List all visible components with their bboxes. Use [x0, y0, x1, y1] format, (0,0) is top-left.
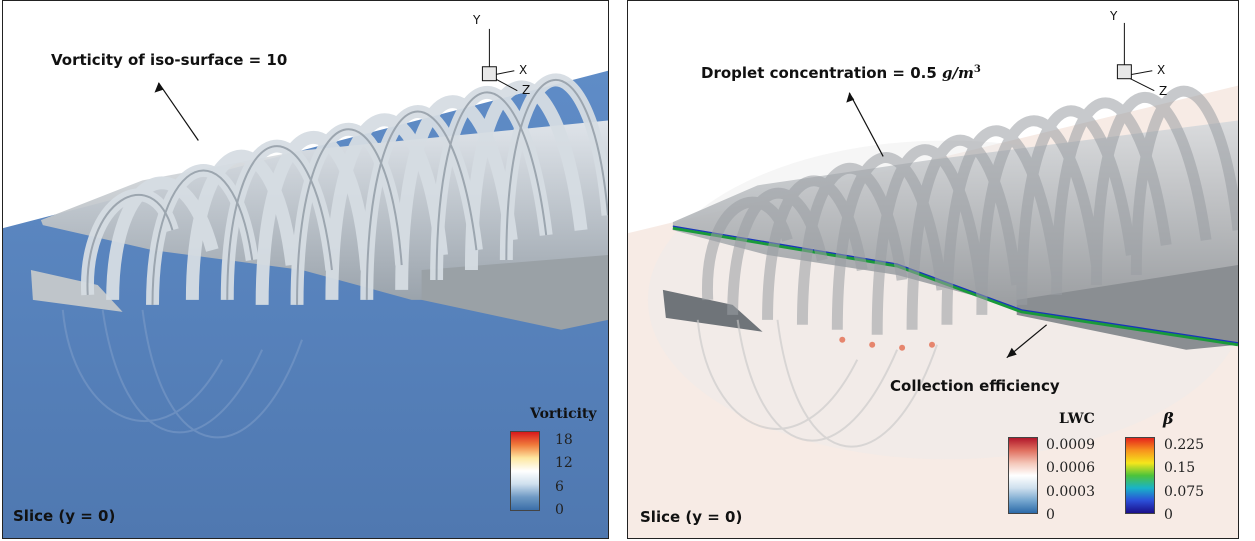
axis-triad	[481, 28, 518, 92]
beta-colorbar	[1125, 437, 1155, 514]
beta-tick: 0.15	[1164, 460, 1196, 476]
right-title: Droplet concentration = 0.5 g/m3	[701, 64, 981, 82]
lwc-colorbar	[1008, 437, 1038, 514]
axis-triad	[1116, 22, 1155, 92]
right-title-unit: g/m	[942, 64, 974, 82]
beta-tick: 0	[1164, 507, 1173, 523]
vorticity-legend-title: Vorticity	[530, 406, 597, 422]
right-title-text: Droplet concentration = 0.5	[701, 64, 943, 82]
axis-z-label: Z	[522, 83, 531, 97]
axis-y-label: Y	[1110, 9, 1118, 23]
lwc-tick: 0	[1046, 507, 1055, 523]
beta-legend-title: β	[1163, 409, 1174, 428]
droplet-scene	[628, 1, 1238, 538]
vorticity-colorbar	[510, 431, 540, 511]
lwc-tick: 0.0009	[1046, 437, 1095, 453]
left-title: Vorticity of iso-surface = 10	[51, 51, 288, 69]
collection-efficiency-stripe	[672, 226, 1238, 347]
right-title-exponent: 3	[973, 64, 981, 75]
title-arrow	[848, 92, 884, 157]
right-panel: Droplet concentration = 0.5 g/m3 Y X Z C…	[627, 0, 1239, 539]
lwc-tick: 0.0006	[1046, 460, 1095, 476]
vorticity-scene	[3, 1, 608, 538]
right-slice-label: Slice (y = 0)	[640, 508, 743, 526]
title-arrow	[157, 82, 199, 141]
lwc-legend-title: LWC	[1059, 411, 1095, 427]
collection-efficiency-label: Collection efficiency	[890, 377, 1060, 395]
vortex-rings	[702, 85, 1238, 335]
lwc-tick: 0.0003	[1046, 484, 1095, 500]
vorticity-tick: 18	[555, 432, 573, 448]
beta-tick: 0.075	[1164, 484, 1205, 500]
vorticity-tick: 12	[555, 455, 573, 471]
axis-x-label: X	[519, 63, 528, 77]
beta-tick: 0.225	[1164, 437, 1205, 453]
axis-z-label: Z	[1159, 84, 1168, 98]
vorticity-tick: 0	[555, 502, 564, 518]
axis-x-label: X	[1157, 63, 1166, 77]
left-panel: Vorticity of iso-surface = 10 Y X Z Vort…	[2, 0, 609, 539]
axis-y-label: Y	[473, 13, 481, 27]
vorticity-tick: 6	[555, 479, 564, 495]
left-slice-label: Slice (y = 0)	[13, 507, 116, 525]
